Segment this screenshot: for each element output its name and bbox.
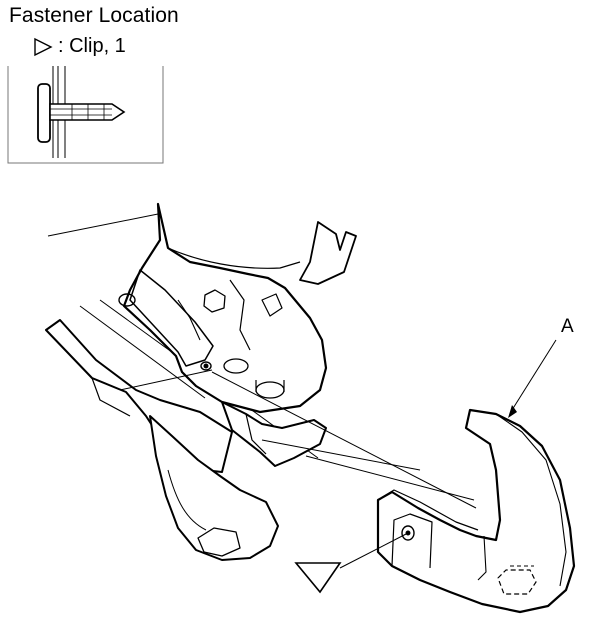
leader-lines xyxy=(212,340,556,568)
callout-arrow-a xyxy=(508,405,517,418)
cover-piece-a xyxy=(378,410,574,612)
clip-detail-inset xyxy=(8,66,163,163)
diagram-title: Fastener Location xyxy=(9,4,179,27)
triangle-outline-icon xyxy=(32,36,54,58)
seat-bracket-assembly xyxy=(46,204,356,560)
clip-location-marker-icon xyxy=(296,563,340,592)
callout-label-a: A xyxy=(561,316,574,337)
fastener-legend: : Clip, 1 xyxy=(32,35,126,58)
legend-text: : Clip, 1 xyxy=(58,35,126,57)
